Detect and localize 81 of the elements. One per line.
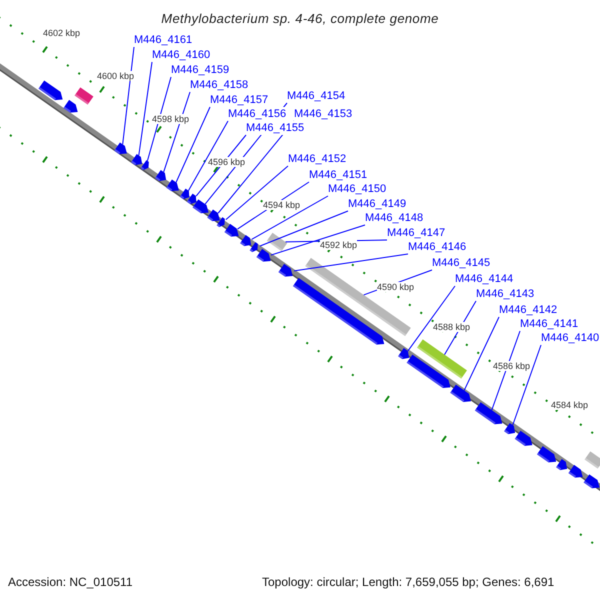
gene-label: M446_4156	[228, 107, 286, 121]
gene-label: M446_4146	[408, 240, 466, 254]
leader-line	[407, 286, 456, 352]
gene-block	[224, 224, 239, 237]
position-label: 4592 kbp	[320, 240, 358, 250]
gene-block	[180, 188, 190, 200]
gene-block	[417, 339, 467, 379]
gene-block	[74, 87, 94, 105]
gene-block	[256, 248, 271, 262]
position-label: 4584 kbp	[551, 400, 588, 410]
gene-label: M446_4157	[210, 93, 268, 107]
gene-label: M446_4152	[288, 152, 346, 166]
gene-block	[406, 354, 450, 388]
leader-line	[294, 254, 408, 272]
position-label: 4598 kbp	[152, 114, 190, 124]
gene-label: M446_4158	[190, 78, 248, 92]
leader-line	[163, 92, 190, 173]
position-label: 4596 kbp	[208, 157, 246, 167]
leader-line	[188, 120, 228, 192]
gene-block	[216, 217, 225, 228]
gene-label: M446_4160	[152, 48, 210, 62]
gene-label: M446_4159	[171, 63, 230, 77]
gene-block	[114, 142, 127, 154]
gene-block	[266, 232, 288, 252]
gene-block	[514, 430, 532, 446]
leader-line	[225, 166, 288, 220]
gene-label: M446_4161	[134, 33, 192, 47]
position-label: 4600 kbp	[97, 71, 134, 81]
gene-block	[140, 160, 149, 170]
gene-block	[450, 384, 471, 402]
gene-block	[584, 474, 600, 488]
leader-line	[122, 46, 134, 145]
gene-label: M446_4151	[309, 168, 368, 182]
leader-line	[270, 224, 366, 256]
gene-block	[166, 179, 179, 192]
gene-block	[474, 402, 502, 424]
position-label: 4594 kbp	[263, 200, 300, 210]
leader-line	[146, 76, 172, 162]
gene-label: M446_4153	[294, 107, 352, 121]
gene-block	[192, 199, 209, 214]
position-label: 4602 kbp	[43, 28, 80, 38]
gene-label: M446_4155	[246, 121, 304, 135]
gene-block	[207, 209, 220, 222]
gene-block	[584, 451, 600, 469]
gene-block	[398, 348, 410, 360]
leader-line	[512, 344, 542, 426]
leader-line	[491, 330, 520, 411]
gene-label: M446_4144	[455, 272, 514, 286]
gene-block	[536, 446, 556, 462]
leader-line	[176, 106, 210, 183]
gene-block	[131, 154, 142, 166]
gene-block	[568, 464, 583, 478]
leader-line	[260, 210, 348, 246]
gene-block	[556, 459, 568, 470]
gene-block	[186, 194, 196, 204]
gene-label: M446_4150	[328, 182, 386, 196]
leader-line	[251, 196, 328, 240]
position-label: 4588 kbp	[433, 322, 470, 332]
title: Methylobacterium sp. 4-46, complete genome	[160, 10, 440, 28]
gene-block	[38, 80, 63, 100]
gene-label: M446_4142	[499, 303, 558, 317]
footer-text: Topology: circular; Length: 7,659,055 bp; Genes: 6,691	[262, 575, 554, 589]
gene-block	[63, 100, 78, 113]
position-label: 4590 kbp	[377, 282, 414, 292]
gene-block	[240, 235, 252, 246]
gene-label: M446_4145	[432, 256, 490, 270]
footer-text: Accession: NC_010511	[8, 575, 133, 589]
gene-label: M446_4140	[541, 331, 600, 345]
gene-label: M446_4143	[476, 287, 534, 301]
gene-block	[250, 242, 258, 252]
gene-label: M446_4148	[365, 211, 424, 225]
gene-block	[504, 423, 516, 434]
leader-line	[464, 316, 500, 391]
gene-label: M446_4154	[287, 89, 346, 103]
leader-line	[138, 62, 152, 156]
position-label: 4586 kbp	[493, 361, 530, 371]
gene-block	[278, 264, 293, 277]
gene-label: M446_4141	[520, 317, 578, 331]
gene-label: M446_4147	[387, 226, 446, 240]
gene-block	[155, 170, 166, 182]
gene-label: M446_4149	[348, 197, 406, 211]
